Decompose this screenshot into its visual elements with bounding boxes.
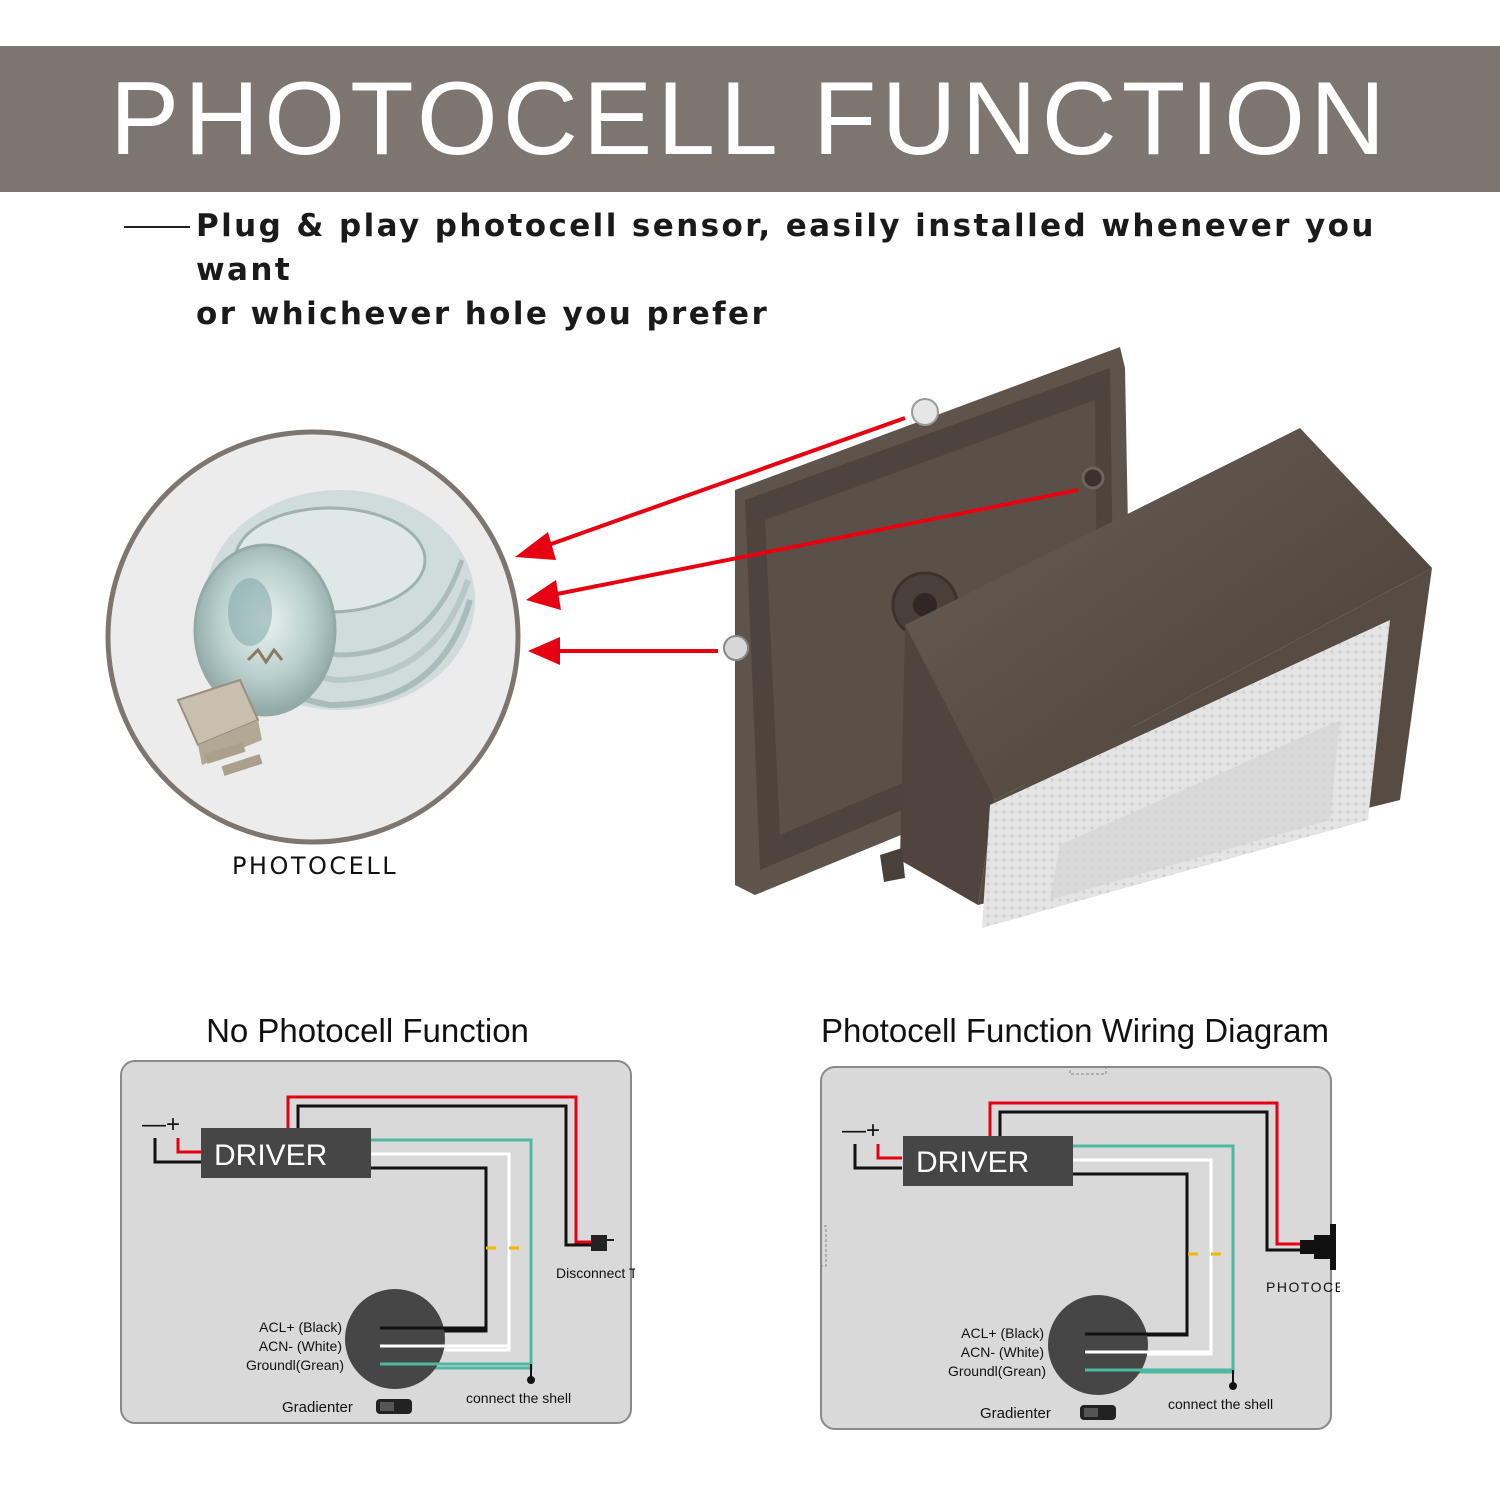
product-illustration <box>105 347 1432 928</box>
title-banner: PHOTOCELL FUNCTION <box>0 46 1500 192</box>
wire-negative <box>153 1138 202 1164</box>
diagram-title-no-photocell: No Photocell Function <box>206 1012 529 1049</box>
wire-black <box>296 1104 592 1247</box>
polarity-symbols: —+ <box>842 1117 880 1144</box>
shell-point <box>527 1376 535 1384</box>
wire-white <box>1073 1158 1213 1356</box>
page-title: PHOTOCELL FUNCTION <box>109 61 1391 177</box>
fixture-housing <box>880 428 1432 928</box>
wire-label-acl: ACL+ (Black) <box>259 1319 342 1335</box>
wire-junction-disc <box>345 1289 445 1389</box>
shell-label: connect the shell <box>466 1390 571 1406</box>
dashed-marker <box>1069 1066 1107 1075</box>
gradienter-label: Gradienter <box>980 1405 1051 1422</box>
photocell-plug-icon <box>1300 1224 1336 1270</box>
wire-positive <box>176 1138 202 1154</box>
wire-green <box>1073 1144 1235 1374</box>
wire-white <box>371 1152 511 1352</box>
wire-green <box>371 1138 533 1370</box>
photocell-wiring-diagram: —+ DRIVER PHOTOCELL ACL+ (Black) ACN- (W… <box>820 1066 1340 1430</box>
driver-label: DRIVER <box>214 1139 327 1172</box>
wire-negative <box>853 1144 902 1170</box>
plug-connector <box>591 1235 614 1251</box>
wire-red <box>286 1095 592 1244</box>
photocell-zoom-circle <box>105 429 521 845</box>
diagram-title-photocell-wiring: Photocell Function Wiring Diagram <box>820 1012 1330 1049</box>
photocell-sensor <box>176 490 475 776</box>
wire-red <box>988 1101 1300 1246</box>
dashed-marker <box>820 1225 827 1267</box>
photocell-caption: PHOTOCELL <box>231 852 399 880</box>
driver-label: DRIVER <box>916 1146 1029 1179</box>
subtitle-leader-line <box>124 226 190 228</box>
indicator-arrows <box>515 416 1079 665</box>
wire-positive <box>876 1144 902 1160</box>
wire-black <box>998 1110 1300 1252</box>
wire-label-acn: ACN- (White) <box>961 1344 1044 1360</box>
plug-label: Disconnect The Plug <box>556 1265 635 1281</box>
polarity-symbols: —+ <box>142 1111 180 1138</box>
subtitle: Plug & play photocell sensor, easily ins… <box>196 204 1396 336</box>
driver-box <box>201 1128 371 1178</box>
wire-label-ground: Groundl(Grean) <box>246 1357 344 1373</box>
subtitle-line-1: Plug & play photocell sensor, easily ins… <box>196 208 1376 288</box>
shell-label: connect the shell <box>1168 1396 1273 1412</box>
no-photocell-wiring-diagram: —+ DRIVER Disconnect The Plug ACL+ (Blac… <box>120 1060 635 1424</box>
driver-box <box>903 1136 1073 1186</box>
wire-label-acl: ACL+ (Black) <box>961 1325 1044 1341</box>
shell-point <box>1229 1382 1237 1390</box>
gradienter-label: Gradienter <box>282 1399 353 1416</box>
wire-junction-disc <box>1048 1295 1148 1395</box>
wire-label-acn: ACN- (White) <box>259 1338 342 1354</box>
subtitle-line-2: or whichever hole you prefer <box>196 296 770 332</box>
wire-label-ground: Groundl(Grean) <box>948 1363 1046 1379</box>
photocell-label: PHOTOCELL <box>1266 1279 1340 1295</box>
